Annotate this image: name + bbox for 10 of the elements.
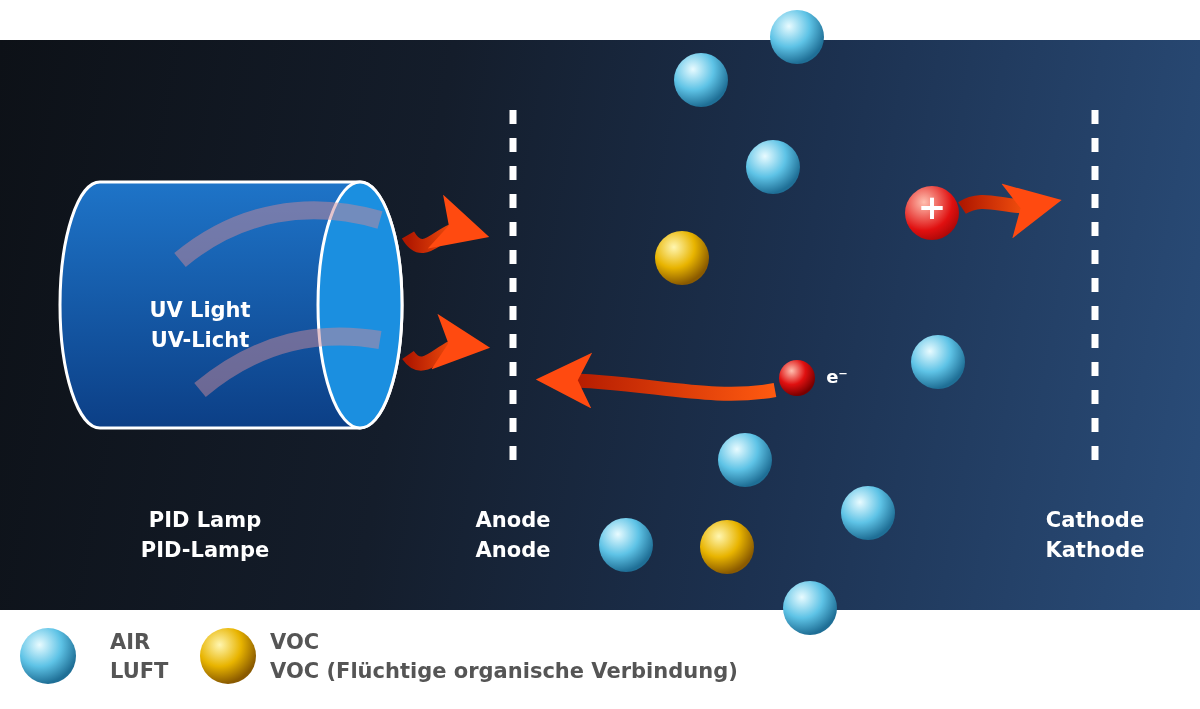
arrow <box>958 181 1062 237</box>
legend-label: AIR LUFT <box>110 629 169 685</box>
arrow <box>535 353 776 410</box>
arrow <box>402 317 491 374</box>
lamp-cylinder <box>60 180 405 430</box>
arrow <box>402 198 490 254</box>
electron: e⁻ <box>778 358 850 402</box>
lamp-caption: PID Lamp PID-Lampe <box>140 507 270 564</box>
lamp-label: UV Light UV-Licht <box>148 297 252 354</box>
legend-label: VOC VOC (Flüchtige organische Verbindung) <box>270 629 738 685</box>
